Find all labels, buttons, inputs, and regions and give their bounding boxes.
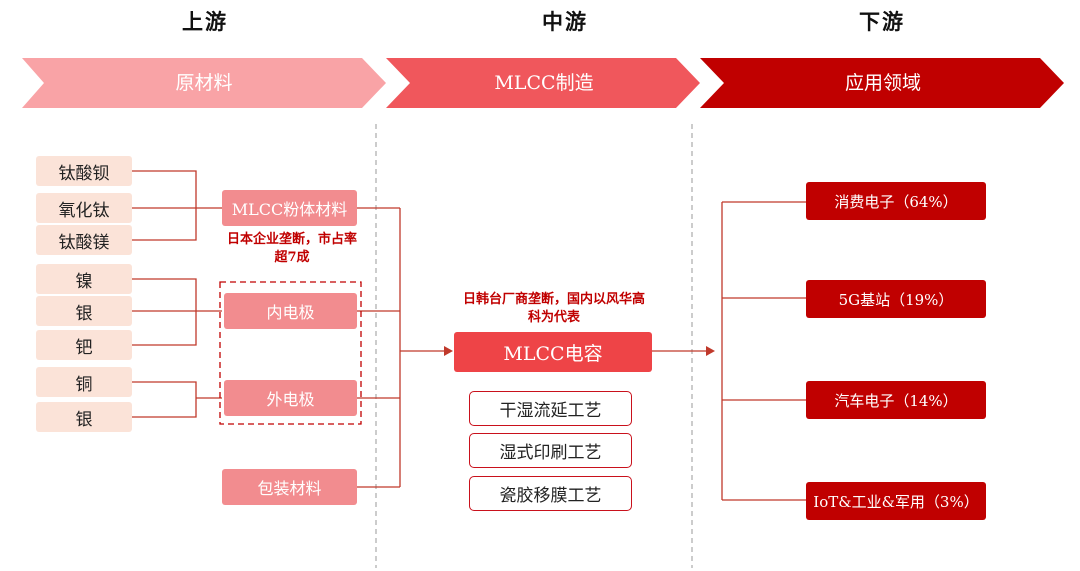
arrowhead-to-core (444, 346, 453, 356)
banner-applications: 应用领域 (844, 72, 921, 94)
stage-downstream-label: 下游 (859, 9, 905, 34)
application-item: 5G基站（19%） (806, 280, 986, 318)
raw-material-item: 钛酸钡 (36, 156, 132, 186)
outer-electrode-box: 外电极 (224, 380, 357, 416)
inner-electrode-box: 内电极 (224, 293, 357, 329)
application-item: IoT&工业&军用（3%） (806, 482, 986, 520)
application-item: 汽车电子（14%） (806, 381, 986, 419)
raw-material-item: 镍 (36, 264, 132, 294)
stage-upstream-label: 上游 (182, 9, 228, 34)
raw-material-item: 氧化钛 (36, 193, 132, 223)
raw-material-item: 银 (36, 296, 132, 326)
raw-material-item: 钯 (36, 330, 132, 360)
powder-market-note: 日本企业垄断，市占率超7成 (226, 232, 357, 265)
process-item: 湿式印刷工艺 (469, 433, 632, 468)
raw-material-item: 银 (36, 402, 132, 432)
connector-group2 (132, 278, 197, 346)
raw-material-item: 铜 (36, 367, 132, 397)
banner-raw-materials-shape (22, 58, 386, 108)
core-market-note: 日韩台厂商垄断，国内以风华高科为代表 (462, 292, 645, 325)
process-item: 干湿流延工艺 (469, 391, 632, 426)
stage-midstream-label: 中游 (542, 9, 588, 34)
banner-manufacturing-shape (386, 58, 700, 108)
arrowhead-to-applications (706, 346, 715, 356)
mlcc-capacitor-box: MLCC电容 (454, 332, 652, 372)
connector-group1 (132, 170, 197, 241)
electrode-group-frame (219, 281, 362, 425)
banner-raw-materials: 原材料 (175, 72, 233, 94)
packaging-material-box: 包装材料 (222, 469, 357, 505)
banner-applications-shape (700, 58, 1064, 108)
process-item: 瓷胶移膜工艺 (469, 476, 632, 511)
raw-material-item: 钛酸镁 (36, 225, 132, 255)
application-item: 消费电子（64%） (806, 182, 986, 220)
connector-group3 (132, 381, 197, 418)
powder-material-box: MLCC粉体材料 (222, 190, 357, 226)
banner-manufacturing: MLCC制造 (494, 72, 594, 94)
